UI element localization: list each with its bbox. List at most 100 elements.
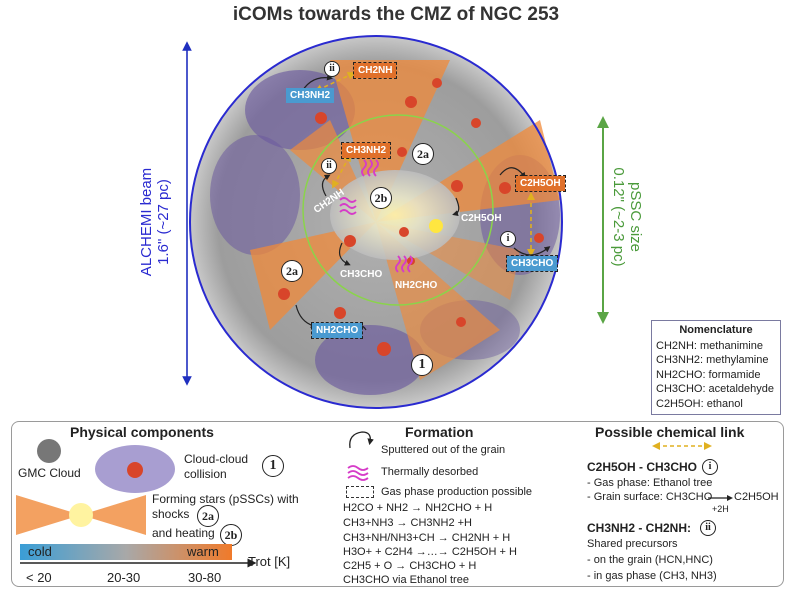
nomenclature-item: NH2CHO: formamide [656, 368, 761, 381]
desorb-arrow [339, 209, 357, 215]
collision-icon [95, 445, 175, 493]
reaction-3: CH3+NH/NH3+CH → CH2NH + H [343, 532, 511, 544]
forming-stars-icon [16, 495, 146, 535]
desorb-arrow [339, 203, 357, 209]
tag-ch3nh2-top: CH3NH2 [286, 88, 335, 103]
gasphase-label: Gas phase production possible [381, 486, 533, 498]
desorb-arrow [407, 255, 413, 273]
physical-title: Physical components [70, 424, 214, 440]
gmc-label: GMC Cloud [18, 466, 81, 480]
tag-ch2nh-top: CH2NH [352, 62, 398, 79]
central-core [330, 170, 460, 260]
sputter-arrow [513, 246, 551, 256]
link-i-line2: - Grain surface: CH3CHO [587, 491, 713, 503]
pssc-label: pSSC size 0.12" (~2-3 pc) [610, 142, 644, 292]
trot-axis [20, 558, 257, 568]
sputter-label: Sputtered out of the grain [381, 444, 506, 456]
marker-i-right: i [500, 231, 516, 247]
cmz-schematic [182, 35, 609, 409]
reaction-1: H2CO + NH2 → NH2CHO + H [343, 502, 493, 514]
pssc-circle [302, 114, 494, 306]
bar-cold-label: cold [28, 544, 52, 559]
sputter-arrow [338, 242, 351, 266]
collision-marker: 1 [262, 455, 284, 477]
nomenclature-item: CH3NH2: methylamine [656, 354, 769, 366]
tag-ch3cho-inner: CH3CHO [340, 269, 383, 280]
tag-c2h5oh-inner: C2H5OH [461, 213, 502, 224]
sputter-arrow [321, 174, 331, 197]
tick-low: < 20 [26, 570, 52, 585]
cold-cloud [315, 325, 425, 395]
pssc-label-line1: pSSC size [627, 181, 644, 253]
tick-high: 30-80 [188, 570, 222, 585]
link-legend-arrow [652, 442, 712, 450]
nomenclature-title: Nomenclature [679, 324, 753, 336]
stars-label-2: shocks [152, 507, 190, 521]
tick-mid: 20-30 [107, 570, 141, 585]
pssc-label-line2: 0.12" (~2-3 pc) [610, 167, 627, 267]
link-ii-marker: ii [700, 520, 716, 536]
desorb-label: Thermally desorbed [381, 466, 479, 478]
reaction-2: CH3+NH3 → CH3NH2 +H [343, 517, 472, 529]
link-arrow-ii-top [314, 72, 356, 92]
link-ii-line1: Shared precursors [587, 538, 678, 550]
link-i-2h: +2H [712, 504, 729, 514]
nomenclature-item: C2H5OH: ethanol [656, 397, 743, 410]
gmc-cloud-icon [37, 439, 61, 463]
temperature-bar [20, 544, 232, 560]
trot-label: Trot [K] [248, 554, 291, 569]
link-i-arrow [708, 495, 733, 501]
reaction-6: CH3CHO via Ethanol tree [343, 574, 469, 586]
nomenclature-box: Nomenclature CH2NH: methanimine CH3NH2: … [651, 320, 781, 415]
desorb-arrow [339, 197, 357, 203]
beam-label-line2: 1.6" (~27 pc) [155, 179, 172, 265]
nomenclature-item: CH2NH: methanimine [656, 339, 763, 352]
tag-nh2cho-bottom: NH2CHO [310, 322, 364, 339]
marker-1: 1 [411, 354, 433, 376]
link-i-product: C2H5OH [734, 491, 779, 503]
desorb-arrow [361, 159, 367, 177]
warm-lobe [250, 222, 376, 330]
link-i-line1: - Gas phase: Ethanol tree [587, 477, 713, 489]
link-title: Possible chemical link [595, 424, 745, 440]
collision-label-2: collision [184, 467, 227, 481]
marker-ii-inner: ii [321, 158, 337, 174]
collision-label-1: Cloud-cloud [184, 452, 249, 466]
sputter-arrow [295, 304, 317, 329]
desorb-legend-icon [347, 465, 369, 481]
tag-ch3cho-right: CH3CHO [505, 255, 559, 272]
tag-c2h5oh-right: C2H5OH [515, 175, 566, 192]
reaction-4: H3O+ + C2H4 →…→ C2H5OH + H [343, 546, 517, 558]
tag-ch3nh2-inner: CH3NH2 [340, 142, 392, 159]
link-ii-line2: - on the grain (HCN,HNC) [587, 554, 713, 566]
link-i-marker: i [702, 459, 718, 475]
gasphase-icon [346, 486, 374, 498]
shocks-marker: 2a [197, 505, 219, 527]
formation-title: Formation [405, 424, 474, 440]
link-arrow-ii-inner [332, 153, 351, 189]
link-ii-title: CH3NH2 - CH2NH: [587, 521, 692, 535]
sputter-arrow [452, 197, 460, 217]
reaction-5: C2H5 + O → CH3CHO + H [343, 560, 477, 572]
link-ii-line3: - in gas phase (CH3, NH3) [587, 570, 717, 582]
desorb-arrow [373, 159, 379, 177]
warm-lobe [330, 60, 450, 222]
marker-2a-left: 2a [281, 260, 303, 282]
nomenclature-item: CH3CHO: acetaldehyde [656, 383, 775, 395]
desorb-arrow [367, 159, 373, 177]
beam-label: ALCHEMI beam 1.6" (~27 pc) [138, 147, 172, 297]
heating-marker: 2b [220, 524, 242, 546]
cold-cloud [210, 135, 300, 255]
beam-label-line1: ALCHEMI beam [138, 167, 155, 277]
desorb-arrow [395, 255, 401, 273]
figure-title: iCOMs towards the CMZ of NGC 253 [232, 4, 560, 25]
marker-2b: 2b [370, 187, 392, 209]
sputter-arrow [499, 167, 526, 179]
desorb-arrow [401, 255, 407, 273]
marker-2a-top: 2a [412, 143, 434, 165]
marker-ii-top: ii [324, 61, 340, 77]
stars-label-3: and heating [152, 526, 215, 540]
warm-lobe [376, 222, 500, 380]
link-i-title: C2H5OH - CH3CHO [587, 460, 698, 474]
